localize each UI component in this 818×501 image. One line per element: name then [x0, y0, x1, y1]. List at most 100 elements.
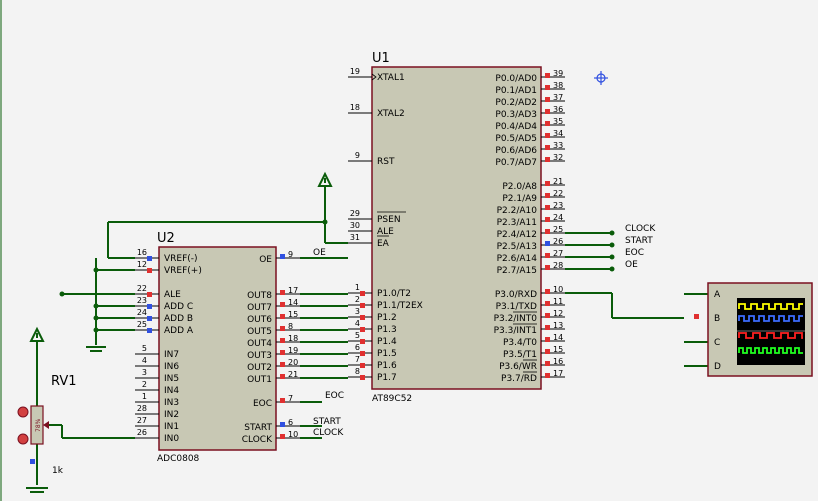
u1-microcontroller[interactable]: U1 AT89C52 19XTAL118XTAL29RST29PSEN30ALE…	[348, 51, 565, 404]
u1-pin-p1-3[interactable]: 4P1.3	[348, 319, 397, 335]
pin-number: 3	[142, 368, 147, 377]
pin-marker	[147, 316, 152, 321]
pin-name: P0.3/AD3	[495, 110, 537, 120]
pin-name: OE	[259, 255, 272, 265]
power-arrow-icon[interactable]	[317, 171, 333, 187]
pin-name: OUT1	[247, 375, 272, 385]
scope-channel-b[interactable]: B	[714, 314, 720, 324]
pin-number: 10	[288, 430, 298, 439]
u1-pin-p1-0-t2[interactable]: 1P1.0/T2	[348, 283, 411, 299]
u2-adc[interactable]: U2 ADC0808 16VREF(-)12VREF(+)22ALE23ADD …	[135, 231, 300, 464]
pin-name: EA	[377, 239, 390, 249]
u1-pin-p1-2[interactable]: 3P1.2	[348, 307, 397, 323]
scope-channel-a[interactable]: A	[714, 290, 721, 300]
u1-pin-p1-6[interactable]: 7P1.6	[348, 355, 397, 371]
pin-name: IN6	[164, 362, 179, 372]
u1-pin-p1-7[interactable]: 8P1.7	[348, 367, 397, 383]
pin-name: P0.2/AD2	[495, 98, 537, 108]
power-arrow-icon[interactable]	[29, 326, 45, 342]
oscilloscope[interactable]: A B C D	[694, 282, 813, 377]
pin-number: 15	[553, 345, 563, 354]
u1-pin-p1-5[interactable]: 6P1.5	[348, 343, 397, 359]
ground-icon[interactable]	[86, 346, 106, 352]
pin-marker	[280, 314, 285, 319]
pin-marker	[280, 350, 285, 355]
scope-channel-c[interactable]: C	[714, 338, 720, 348]
ground-icon[interactable]	[26, 487, 48, 493]
rv1-potentiometer[interactable]: RV1 78% 1k	[17, 374, 77, 476]
pin-number: 9	[355, 151, 360, 160]
pin-marker	[280, 362, 285, 367]
pin-number: 25	[553, 225, 563, 234]
scope-channel-d[interactable]: D	[714, 362, 721, 372]
pin-marker	[545, 145, 550, 150]
rv1-increment-button[interactable]	[17, 406, 29, 418]
u2-pin-oe[interactable]: 9OE	[259, 250, 300, 265]
rv1-decrement-button[interactable]	[17, 433, 29, 445]
pin-number: 6	[355, 343, 360, 352]
net-label-clock-adc: CLOCK	[313, 428, 344, 438]
pin-number: 21	[288, 370, 298, 379]
pin-number: 22	[137, 284, 147, 293]
pin-name: OUT5	[247, 327, 272, 337]
u1-part: AT89C52	[372, 394, 412, 404]
u1-pin-p1-4[interactable]: 5P1.4	[348, 331, 397, 347]
u1-pin-p1-1-t2ex[interactable]: 2P1.1/T2EX	[348, 295, 423, 311]
